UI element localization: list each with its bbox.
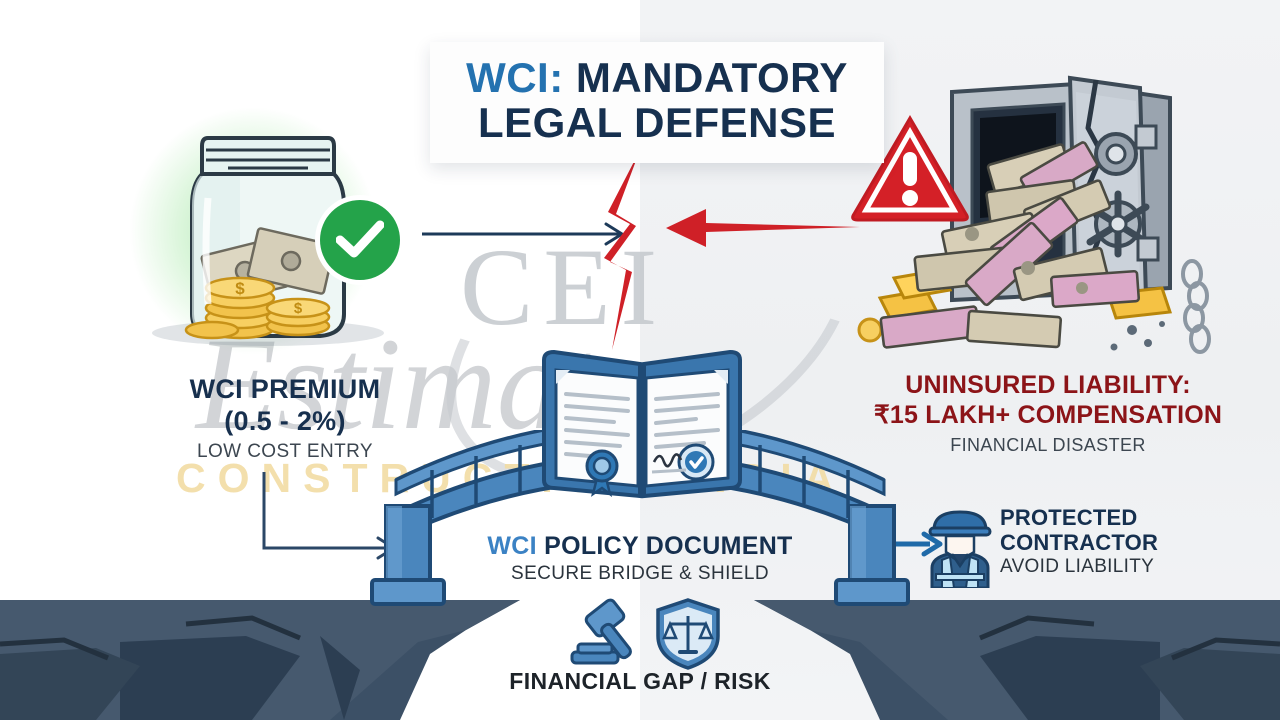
contractor-heading-line1: PROTECTED [1000,505,1138,530]
gap-label-block: FINANCIAL GAP / RISK [470,668,810,695]
lightning-bolt-icon [596,150,676,350]
contractor-heading-line2: CONTRACTOR [1000,529,1159,555]
construction-worker-icon [926,504,994,590]
money-jar-icon: $ $ [178,118,358,348]
cliff-right-icon [740,596,1280,720]
cliff-left-icon [0,596,530,720]
premium-heading-line2: (0.5 - 2%) [224,405,346,436]
liability-subtext: FINANCIAL DISASTER [950,435,1146,455]
warning-triangle-icon [848,112,972,224]
bridge-icon [370,419,910,615]
liability-heading-line1: UNINSURED LIABILITY: [905,371,1191,399]
liability-heading-line2: ₹15 LAKH+ COMPENSATION [873,401,1223,429]
title-line-2: LEGAL DEFENSE [477,98,837,146]
title-highlight: WCI: [466,54,564,101]
premium-subtext: LOW COST ENTRY [197,440,373,462]
svg-text:$: $ [294,300,303,317]
contractor-label-block: PROTECTED CONTRACTOR AVOID LIABILITY [1000,505,1250,578]
title-line-1: WCI: MANDATORY [448,54,866,101]
contractor-subtext: AVOID LIABILITY [1000,556,1155,578]
policy-subtext: SECURE BRIDGE & SHIELD [511,563,769,584]
gap-label: FINANCIAL GAP / RISK [509,668,771,694]
policy-heading-rest: POLICY DOCUMENT [536,532,793,560]
title-rest: MANDATORY [563,54,848,101]
policy-document-icon [540,346,744,506]
arrow-liability-to-center-icon [660,205,860,251]
shield-scales-icon [656,598,720,670]
title-card: WCI: MANDATORY LEGAL DEFENSE [430,42,884,164]
liability-label-block: UNINSURED LIABILITY: ₹15 LAKH+ COMPENSAT… [828,370,1268,456]
premium-heading-line1: WCI PREMIUM [189,374,381,404]
broken-safe-icon [840,62,1240,362]
arrow-premium-to-center-icon [420,222,635,246]
justice-icons-group [566,598,736,670]
policy-label-block: WCI POLICY DOCUMENT SECURE BRIDGE & SHIE… [440,532,840,585]
svg-text:$: $ [235,279,245,298]
premium-label-block: WCI PREMIUM (0.5 - 2%) LOW COST ENTRY [110,374,460,463]
policy-heading-prefix: WCI [487,532,537,560]
green-check-icon [320,200,400,280]
gavel-icon [570,598,632,665]
policy-heading: WCI POLICY DOCUMENT [440,532,840,561]
